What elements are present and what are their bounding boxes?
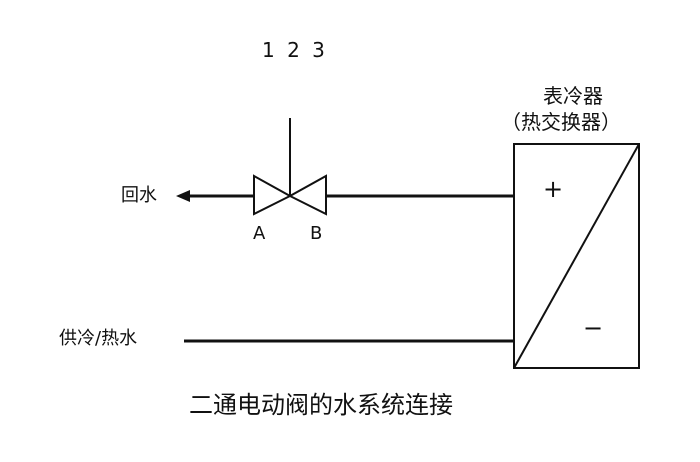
valve-numbers-label: 1 2 3 bbox=[262, 38, 328, 62]
valve-port-b-label: B bbox=[310, 223, 323, 244]
supply-water-label: 供冷/热水 bbox=[59, 328, 138, 349]
return-arrow-icon bbox=[176, 190, 190, 202]
minus-sign: − bbox=[583, 314, 604, 342]
return-water-label: 回水 bbox=[121, 185, 157, 206]
valve-port-b-triangle bbox=[287, 174, 327, 216]
valve-port-a-triangle bbox=[253, 174, 293, 216]
heat-exchanger-diagonal bbox=[513, 143, 640, 369]
heat-exchanger-box bbox=[513, 143, 640, 369]
valve-port-a-label: A bbox=[253, 223, 266, 244]
diagram-caption: 二通电动阀的水系统连接 bbox=[189, 391, 453, 419]
heat-exchanger-subtitle: （热交换器） bbox=[501, 110, 621, 134]
plus-sign: + bbox=[543, 175, 564, 203]
heat-exchanger-title: 表冷器 bbox=[543, 84, 603, 108]
